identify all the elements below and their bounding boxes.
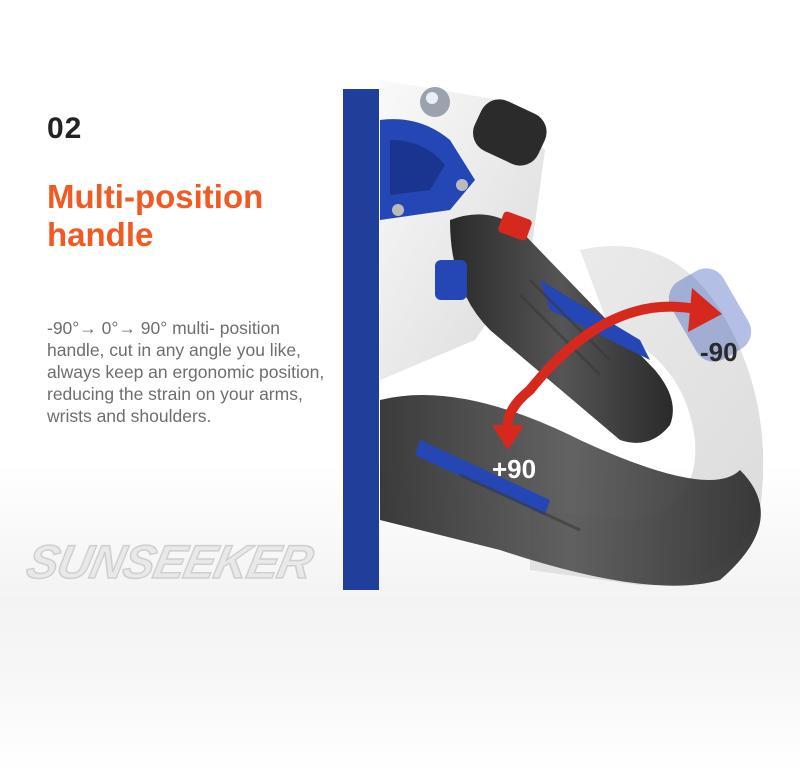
rotation-label-plus-90: +90 [492, 454, 537, 484]
feature-title: Multi-position handle [47, 178, 264, 253]
rotation-label-minus-90: -90 [700, 337, 738, 367]
feature-description: -90°→ 0°→ 90° multi- position handle, cu… [47, 318, 325, 426]
hedge-trimmer-handle-image [380, 80, 764, 586]
blue-accent-bar [343, 89, 379, 590]
brand-logo: SUNSEEKER [22, 534, 318, 589]
feature-number: 02 [47, 112, 83, 145]
